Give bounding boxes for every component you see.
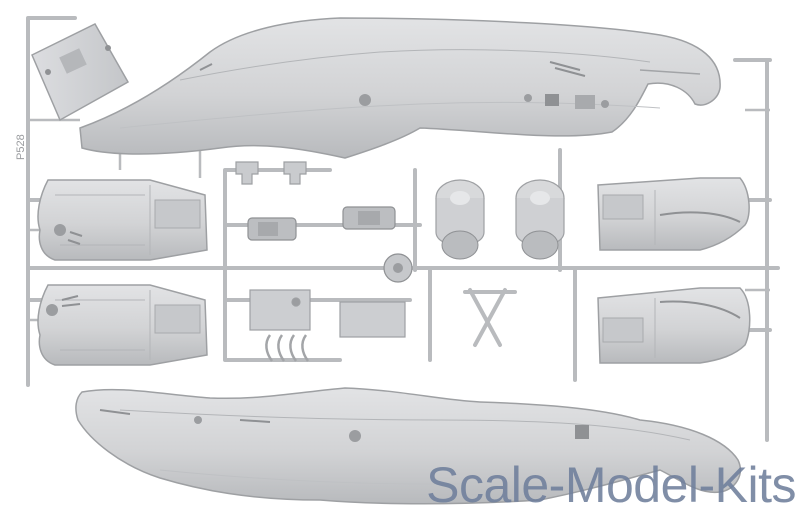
engine-intake-right (515, 179, 565, 260)
rotor-hub (383, 253, 413, 283)
console-part-right (342, 206, 396, 230)
engine-intake-left (435, 179, 485, 260)
sprue-code: P528 (15, 134, 27, 160)
hatch-panel-top-left (31, 23, 130, 122)
fuselage-half-lower (75, 387, 741, 505)
seat-parts-top (235, 161, 307, 185)
nacelle-left-upper (37, 179, 208, 261)
nacelle-right-lower (597, 287, 751, 364)
console-part-left (247, 217, 297, 241)
fuselage-half-upper (79, 17, 721, 159)
small-linkages (265, 334, 310, 362)
flat-plates-center (249, 289, 406, 338)
nacelle-left-lower (37, 284, 208, 366)
nacelle-right-upper (597, 177, 750, 251)
watermark-text: Scale-Model-Kits (426, 457, 796, 513)
